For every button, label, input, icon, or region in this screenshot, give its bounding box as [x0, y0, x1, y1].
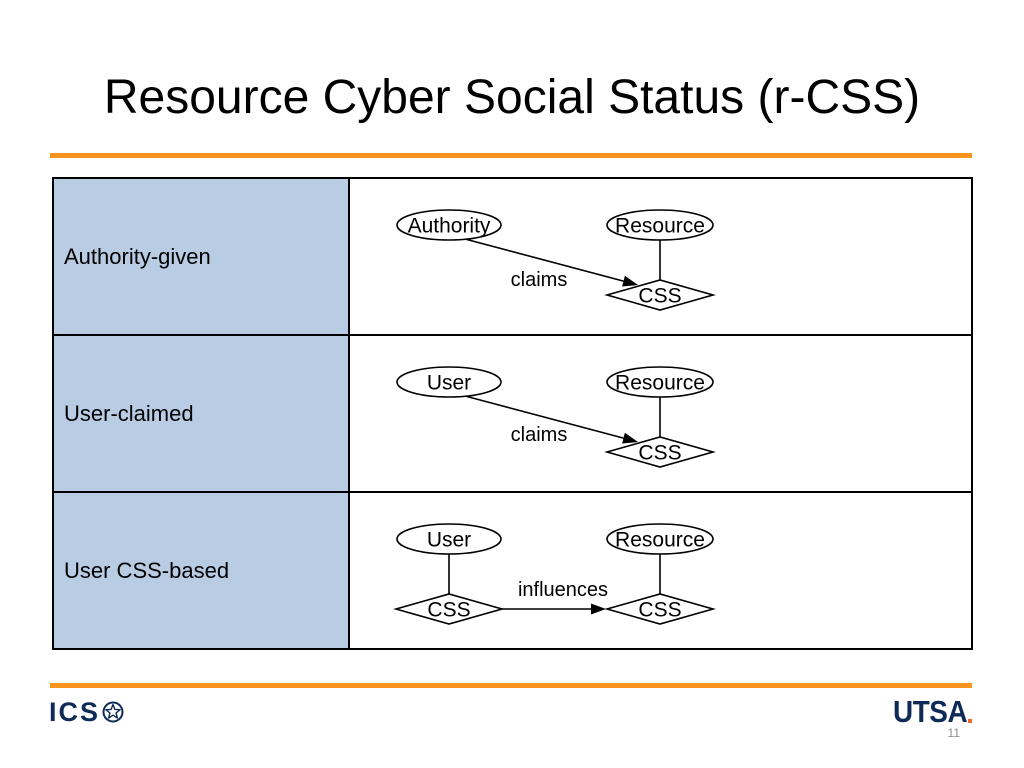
source-node-label: Authority	[408, 215, 491, 238]
resource-node-label: Resource	[615, 215, 705, 238]
user-css-based-diagram: User Resource CSS CSS influences	[393, 523, 716, 625]
edge-label: claims	[511, 424, 568, 446]
resource-node-ellipse	[606, 209, 714, 241]
css-types-table: Authority-given Authority Resource CSS c…	[52, 177, 973, 650]
arrowhead	[591, 603, 606, 615]
ics-logo: ICS	[49, 697, 124, 727]
status-node-label: CSS	[638, 285, 681, 308]
source-node-label: User	[427, 372, 471, 395]
arrowhead	[622, 432, 638, 444]
row-diagram-cell: User Resource CSS claims	[350, 336, 971, 491]
edge-label: claims	[511, 269, 568, 291]
source-status-node-label: CSS	[427, 599, 470, 622]
icon-ring	[102, 701, 124, 723]
resource-node-ellipse	[606, 523, 714, 555]
utsa-logo: UTSA	[893, 696, 973, 727]
source-node-ellipse	[396, 523, 502, 555]
utsa-logo-text: UTSA	[893, 694, 968, 729]
star-circle-icon	[102, 701, 124, 723]
row-label: User-claimed	[64, 400, 194, 426]
table-row-authority-given: Authority-given Authority Resource CSS c…	[54, 179, 971, 336]
row-label: User CSS-based	[64, 557, 230, 583]
edge-label: influences	[518, 579, 608, 601]
authority-given-diagram: Authority Resource CSS claims	[396, 209, 716, 311]
table-row-user-css-based: User CSS-based User Resource CSS CSS in	[54, 493, 971, 648]
row-diagram-cell: Authority Resource CSS claims	[350, 179, 971, 334]
utsa-logo-dot	[968, 719, 972, 723]
source-node-label: User	[427, 529, 471, 552]
row-label-cell: User CSS-based	[54, 493, 350, 648]
arrow-shaft	[464, 395, 624, 439]
status-node-label: CSS	[638, 599, 681, 622]
arrow-shaft	[464, 238, 624, 282]
source-node-ellipse	[396, 209, 502, 241]
slide-title: Resource Cyber Social Status (r-CSS)	[103, 71, 921, 124]
row-label-cell: Authority-given	[54, 179, 350, 334]
footer-rule	[50, 683, 972, 688]
row-label-cell: User-claimed	[54, 336, 350, 491]
resource-node-label: Resource	[615, 372, 705, 395]
source-node-ellipse	[396, 366, 502, 398]
user-claimed-diagram: User Resource CSS claims	[396, 366, 716, 468]
ics-logo-text: ICS	[49, 697, 101, 727]
status-node-label: CSS	[638, 442, 681, 465]
row-diagram-cell: User Resource CSS CSS influences	[350, 493, 971, 648]
status-node-diamond	[604, 436, 716, 468]
title-underline-rule	[50, 153, 972, 158]
resource-node-ellipse	[606, 366, 714, 398]
status-node-diamond	[604, 593, 716, 625]
table-row-user-claimed: User-claimed User Resource CSS claims	[54, 336, 971, 493]
status-node-diamond	[604, 279, 716, 311]
page-number: 11	[947, 726, 960, 740]
resource-node-label: Resource	[615, 529, 705, 552]
icon-star	[105, 703, 121, 719]
row-label: Authority-given	[64, 243, 211, 269]
arrowhead	[622, 275, 638, 287]
